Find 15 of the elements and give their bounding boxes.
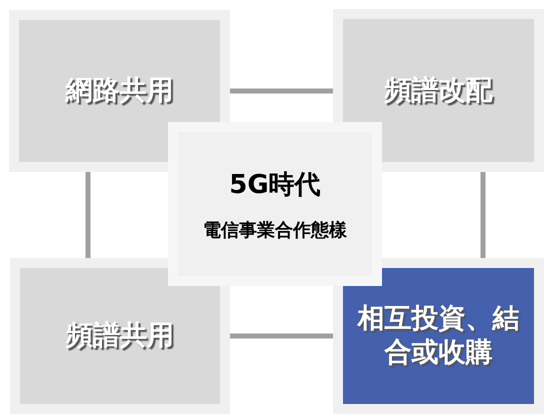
connector-line bbox=[230, 88, 333, 94]
topic-box bbox=[333, 258, 544, 414]
box-subtitle: 電信事業合作態樣 bbox=[203, 218, 347, 242]
connector-line bbox=[230, 334, 333, 338]
box-title: 頻譜改配 bbox=[383, 74, 494, 108]
topic-box bbox=[10, 258, 230, 414]
box-title: 5G時代 bbox=[229, 168, 321, 202]
box-title: 相互投資、結合或收購 bbox=[356, 302, 520, 370]
topic-box bbox=[333, 9, 544, 172]
connector-line bbox=[480, 172, 486, 258]
box-title: 網路共用 bbox=[64, 74, 174, 108]
topic-box bbox=[9, 10, 230, 172]
center-box bbox=[168, 122, 382, 286]
connector-line bbox=[86, 172, 90, 258]
box-title: 頻譜共用 bbox=[64, 319, 175, 353]
